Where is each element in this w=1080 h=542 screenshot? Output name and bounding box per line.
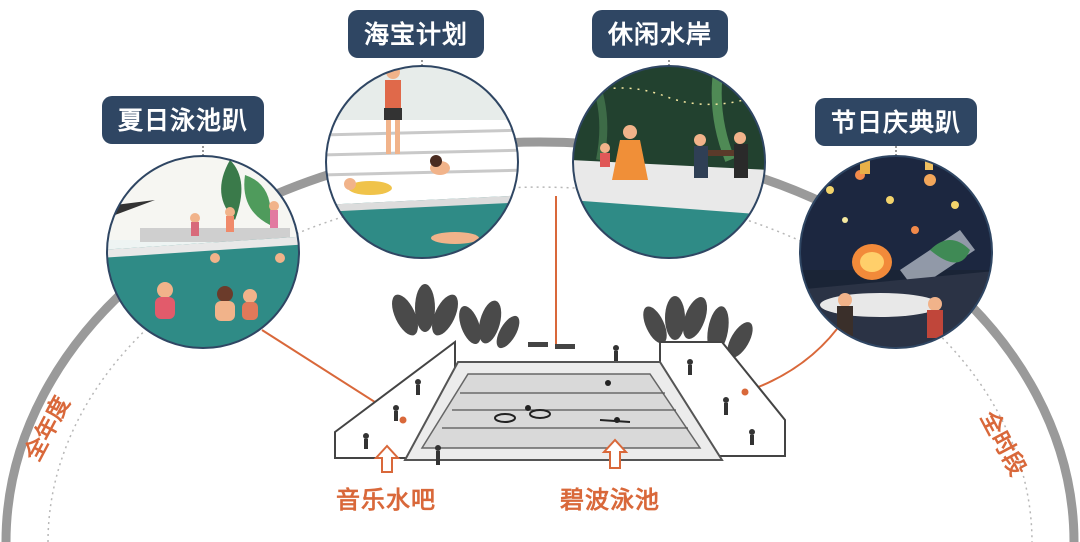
sea-treasure-plan-label: 海宝计划 — [348, 10, 485, 58]
summer-pool-party-illustration — [106, 155, 300, 349]
pool-arrow-icon — [601, 438, 629, 469]
music-bar-arrow-icon — [373, 444, 401, 473]
leisure-waterfront-label: 休闲水岸 — [592, 10, 729, 58]
pool-scene-illustration — [334, 284, 786, 473]
music-water-bar-label: 音乐水吧 — [336, 486, 436, 514]
blue-wave-pool-label: 碧波泳池 — [560, 486, 660, 514]
connector-festival-to-deck — [744, 317, 846, 393]
summer-pool-party-label: 夏日泳池趴 — [102, 96, 265, 144]
plants-left — [392, 284, 520, 349]
leisure-waterfront-illustration — [572, 65, 766, 259]
outer-arc — [1, 137, 1079, 542]
festival-party-label: 节日庆典趴 — [815, 98, 978, 146]
sea-treasure-plan-illustration — [325, 65, 519, 259]
festival-party-illustration — [799, 155, 993, 349]
